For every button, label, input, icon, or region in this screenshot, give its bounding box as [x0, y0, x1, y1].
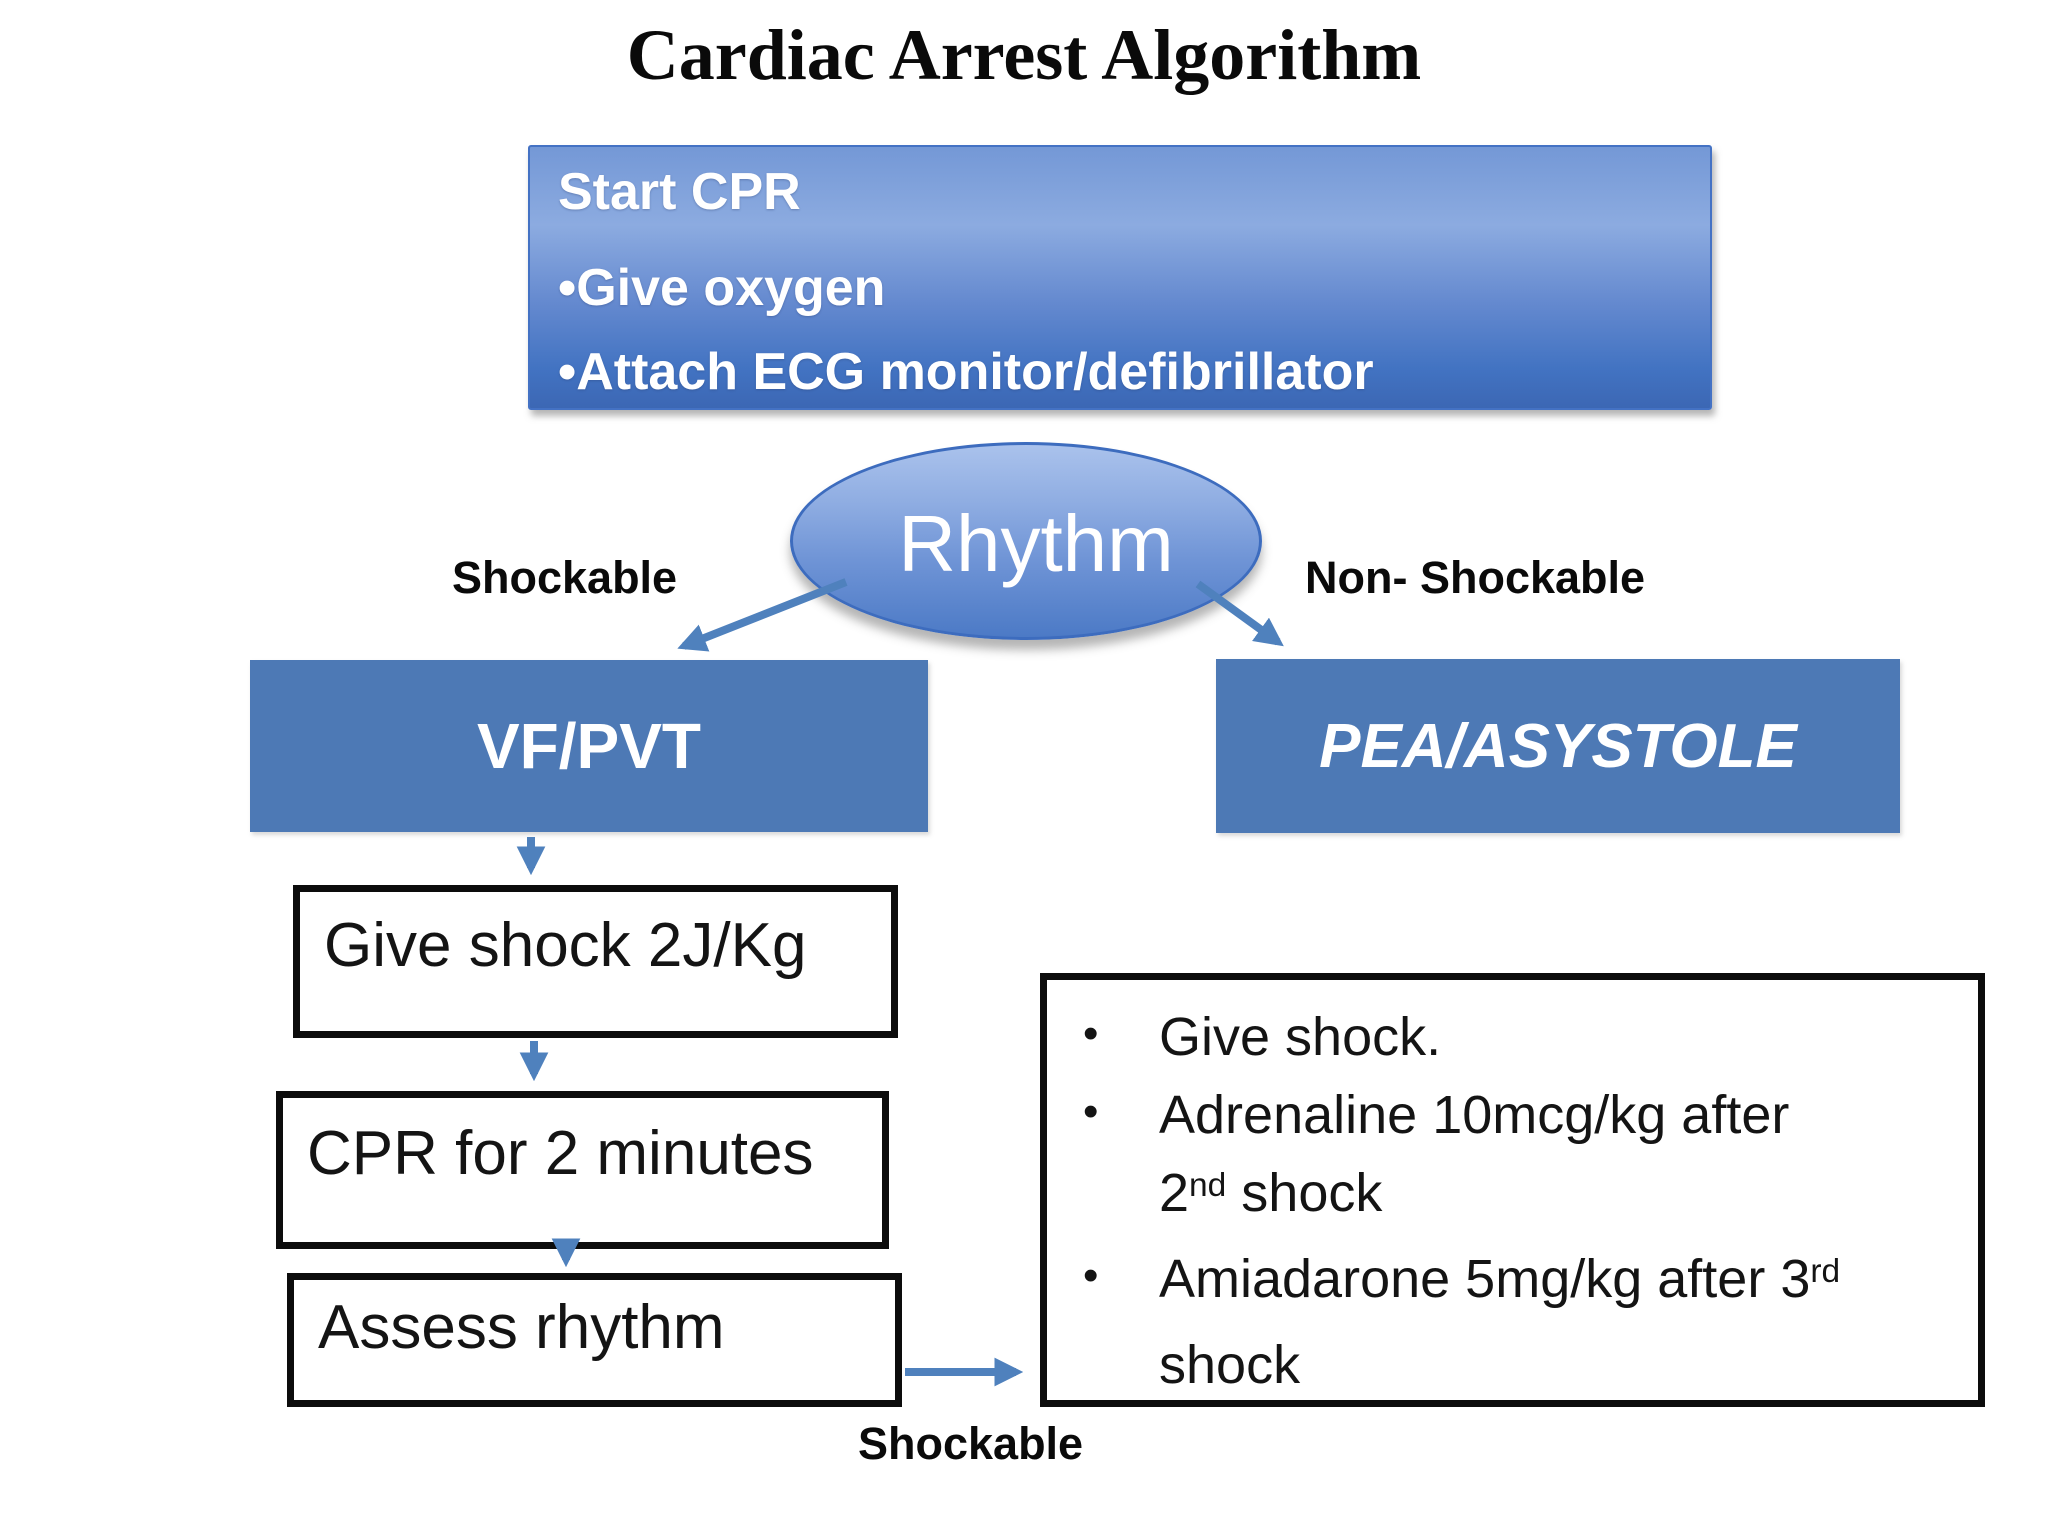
start-cpr-bullet-oxygen: •Give oxygen: [558, 259, 886, 317]
protocol-item-amiadarone: • Amiadarone 5mg/kg after 3rd shock: [1047, 1240, 1948, 1404]
rhythm-label: Rhythm: [898, 499, 1174, 588]
shockable-branch-label: Shockable: [452, 552, 678, 603]
assess-rhythm-label: Assess rhythm: [318, 1293, 725, 1362]
give-shock-node: Give shock 2J/Kg: [293, 885, 898, 1038]
start-cpr-box: Start CPR •Give oxygen •Attach ECG monit…: [528, 145, 1712, 410]
ordinal-suffix: rd: [1810, 1252, 1841, 1290]
protocol-item-adrenaline-line1: Adrenaline 10mcg/kg after: [1159, 1085, 1790, 1145]
shockable-loop-label: Shockable: [858, 1418, 1084, 1469]
pea-asystole-label: PEA/ASYSTOLE: [1319, 711, 1797, 781]
protocol-item-give-shock-text: Give shock.: [1159, 1007, 1442, 1067]
bullet-icon: •: [1083, 1251, 1099, 1300]
non-shockable-branch-label: Non- Shockable: [1305, 552, 1646, 603]
shock-protocol-box: • Give shock. • Adrenaline 10mcg/kg after …: [1040, 973, 1985, 1407]
cpr-node: CPR for 2 minutes: [276, 1091, 889, 1249]
protocol-item-amiadarone-line1: Amiadarone 5mg/kg after 3: [1159, 1249, 1811, 1309]
cpr-label: CPR for 2 minutes: [307, 1119, 814, 1188]
vf-pvt-label: VF/PVT: [476, 710, 702, 782]
ordinal-suffix: nd: [1189, 1166, 1227, 1204]
bullet-icon: •: [1083, 1087, 1099, 1136]
give-shock-label: Give shock 2J/Kg: [324, 911, 807, 980]
protocol-item-give-shock: • Give shock.: [1047, 998, 1948, 1076]
protocol-item-adrenaline-line2-rest: shock: [1226, 1163, 1383, 1223]
rhythm-decision-ellipse: Rhythm: [790, 442, 1262, 640]
protocol-item-adrenaline-line2: 2: [1159, 1163, 1190, 1223]
start-cpr-bullet-ecg: •Attach ECG monitor/defibrillator: [558, 343, 1374, 401]
pea-asystole-node: PEA/ASYSTOLE: [1216, 659, 1900, 833]
page-title: Cardiac Arrest Algorithm: [626, 15, 1422, 95]
assess-rhythm-node: Assess rhythm: [287, 1273, 902, 1407]
bullet-icon: •: [1083, 1009, 1099, 1058]
protocol-item-amiadarone-line2: shock: [1159, 1335, 1301, 1395]
start-cpr-heading: Start CPR: [558, 163, 801, 221]
protocol-item-adrenaline: • Adrenaline 10mcg/kg after 2nd shock: [1047, 1076, 1948, 1240]
vf-pvt-node: VF/PVT: [250, 660, 928, 832]
connector-rhythm-to-vfpvt: [677, 578, 848, 652]
